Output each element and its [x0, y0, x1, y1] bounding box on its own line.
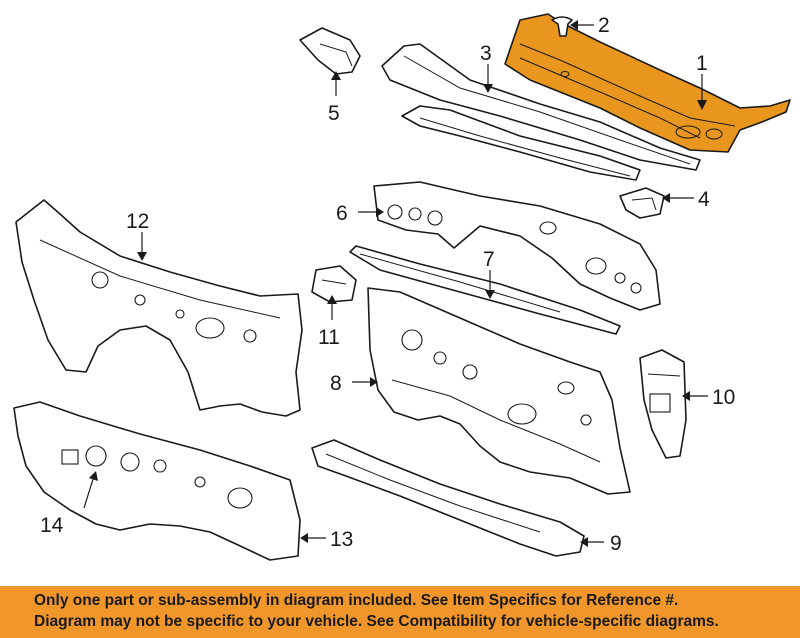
callout-14: 14 [40, 514, 64, 537]
callout-12: 12 [126, 210, 149, 233]
callout-2: 2 [598, 14, 610, 37]
part-3-cowl-support[interactable] [381, 43, 701, 181]
part-5-duct[interactable] [299, 27, 361, 75]
callout-labels: 1 2 3 4 5 6 7 8 9 10 11 12 13 14 [40, 14, 735, 555]
part-1-cowl-panel[interactable] [504, 13, 791, 153]
part-10-side-bracket[interactable] [639, 349, 687, 459]
callout-11: 11 [318, 326, 340, 349]
callout-7: 7 [483, 248, 495, 271]
disclaimer-banner: Only one part or sub-assembly in diagram… [0, 586, 800, 638]
disclaimer-line-2: Diagram may not be specific to your vehi… [34, 613, 719, 630]
leader-lines [83, 20, 708, 547]
part-12-dash-insulator[interactable] [15, 199, 303, 417]
callout-9: 9 [610, 532, 622, 555]
callout-3: 3 [480, 42, 492, 65]
part-4-bracket[interactable] [619, 187, 665, 219]
callout-10: 10 [712, 386, 735, 409]
callout-6: 6 [336, 202, 348, 225]
callout-5: 5 [328, 102, 340, 125]
parts-diagram: 1 2 3 4 5 6 7 8 9 10 11 12 13 14 [13, 13, 791, 561]
disclaimer-line-1: Only one part or sub-assembly in diagram… [34, 592, 679, 609]
callout-8: 8 [330, 372, 342, 395]
part-11-insulator[interactable] [311, 265, 357, 303]
part-6-dash-panel-upper[interactable] [373, 181, 661, 311]
part-9-crossmember[interactable] [311, 439, 585, 557]
part-2-clip[interactable] [551, 16, 573, 37]
callout-1: 1 [696, 52, 708, 75]
callout-13: 13 [330, 528, 353, 551]
part-8-dash-panel-lower[interactable] [367, 287, 631, 495]
callout-4: 4 [698, 188, 710, 211]
part-13-lower-insulator[interactable] [13, 401, 301, 561]
